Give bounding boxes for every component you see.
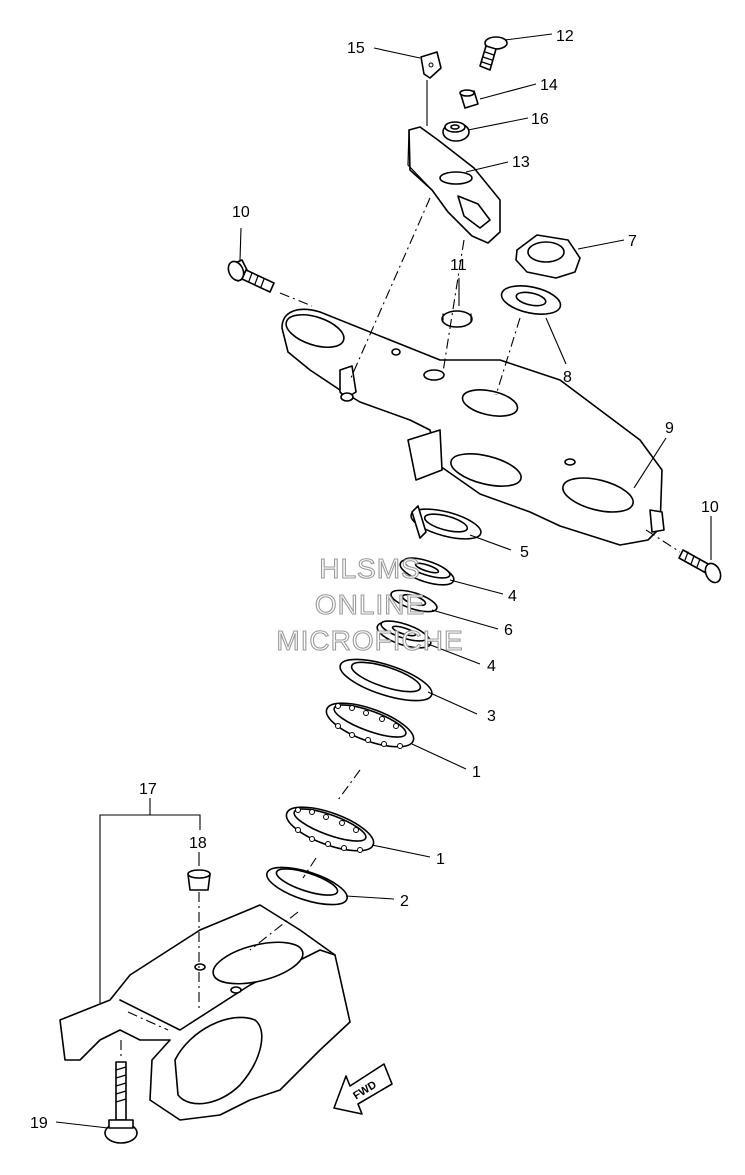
callout-15: 15 [347,40,365,57]
callout-8: 8 [563,369,572,386]
callout-10-lower: 10 [701,499,719,516]
callout-14: 14 [540,77,558,94]
part-19-flange-bolt[interactable] [104,1061,138,1144]
callout-7: 7 [628,233,637,250]
watermark-line-1: HLSMS [319,553,420,584]
callout-17: 17 [139,781,157,798]
callout-9: 9 [665,420,674,437]
part-18-grommet[interactable] [187,869,211,891]
part-11-cap[interactable] [441,310,473,328]
part-15-clip[interactable] [420,51,442,79]
part-16-grommet[interactable] [442,121,470,142]
part-10-bolt-lower[interactable] [678,549,724,585]
callout-10-upper: 10 [232,204,250,221]
callout-3: 3 [487,708,496,725]
watermark: HLSMS ONLINE MICROFICHE [276,552,463,656]
part-5-lock-washer[interactable] [408,503,484,545]
watermark-line-3: MICROFICHE [276,625,463,656]
part-12-screw[interactable] [479,36,508,71]
part-9-upper-bracket[interactable] [281,308,665,546]
callout-13: 13 [512,154,530,171]
part-17-under-bracket[interactable] [59,904,351,1121]
callout-1-lower: 1 [436,851,445,868]
part-1-bearing-upper[interactable] [321,694,418,756]
callout-16: 16 [531,111,549,128]
part-8-washer[interactable] [499,281,563,319]
callout-4-lower: 4 [487,658,496,675]
part-4-ring-nut-lower[interactable] [374,617,433,653]
part-2-seal[interactable] [263,860,352,913]
callout-4-upper: 4 [508,588,517,605]
callout-6: 6 [504,622,513,639]
callout-1-upper: 1 [472,764,481,781]
callout-18: 18 [189,835,207,852]
part-1-bearing-lower[interactable] [281,798,378,860]
callout-labels: 12 15 14 16 13 10 7 11 8 9 10 5 4 6 4 3 … [30,28,719,1132]
assembly-axis-lines [120,197,681,1060]
part-3-dust-seal[interactable] [336,651,437,709]
part-14-collar[interactable] [459,89,479,109]
forward-direction-arrow: FWD [333,1063,393,1115]
callout-19: 19 [30,1115,48,1132]
callout-5: 5 [520,544,529,561]
callout-11: 11 [450,257,467,274]
part-6-washer[interactable] [389,586,440,616]
watermark-line-2: ONLINE [315,589,425,620]
part-7-nut[interactable] [515,234,581,279]
part-10-bolt-upper[interactable] [225,259,275,293]
leader-lines [55,33,712,1129]
part-13-bracket[interactable] [407,126,501,244]
callout-2: 2 [400,893,409,910]
callout-12: 12 [556,28,574,45]
